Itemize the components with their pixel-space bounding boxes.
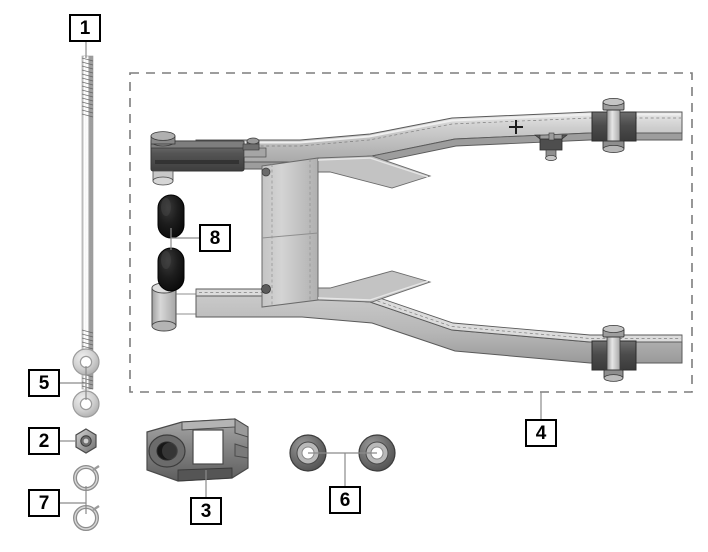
center-web-plate xyxy=(261,157,319,308)
part-7-lock-washers xyxy=(73,465,100,531)
callout-box-1[interactable]: 1 xyxy=(69,14,101,42)
callout-box-4[interactable]: 4 xyxy=(525,419,557,447)
web-bolt-lower xyxy=(261,284,271,294)
callout-box-6[interactable]: 6 xyxy=(329,486,361,514)
center-cross-mark xyxy=(509,120,523,134)
upper-gusset xyxy=(317,155,432,189)
callout-label-7: 7 xyxy=(38,492,50,514)
callout-label-2: 2 xyxy=(38,430,50,452)
callout-label-3: 3 xyxy=(200,500,212,522)
lower-gusset xyxy=(317,270,432,303)
part-5-flat-washers xyxy=(72,348,100,418)
callout-box-7[interactable]: 7 xyxy=(28,489,60,517)
assembly-group-dashed-box xyxy=(129,72,693,393)
callout-label-1: 1 xyxy=(79,17,91,39)
callout-box-8[interactable]: 8 xyxy=(199,224,231,252)
upper-pivot-housing xyxy=(150,131,267,186)
part-8-rubber-bushings xyxy=(157,194,185,292)
part-1-threaded-rod xyxy=(81,55,94,390)
upper-grease-fitting xyxy=(242,143,260,151)
callout-box-3[interactable]: 3 xyxy=(190,497,222,525)
lower-u-bolt-clamp xyxy=(591,324,637,382)
upper-u-bolt-clamp xyxy=(591,98,637,153)
web-bolt-upper xyxy=(261,167,271,177)
leader-lines xyxy=(60,42,542,514)
callout-box-5[interactable]: 5 xyxy=(28,369,60,397)
upper-arm-fitting xyxy=(534,132,568,161)
callout-box-2[interactable]: 2 xyxy=(28,427,60,455)
callout-label-4: 4 xyxy=(535,422,547,444)
part-2-hex-nut xyxy=(75,428,97,454)
part-4-swingarm-assembly xyxy=(150,98,683,382)
part-3-clevis-bracket xyxy=(146,418,249,482)
callout-label-6: 6 xyxy=(339,489,351,511)
callout-label-5: 5 xyxy=(38,372,50,394)
callout-label-8: 8 xyxy=(209,227,221,249)
